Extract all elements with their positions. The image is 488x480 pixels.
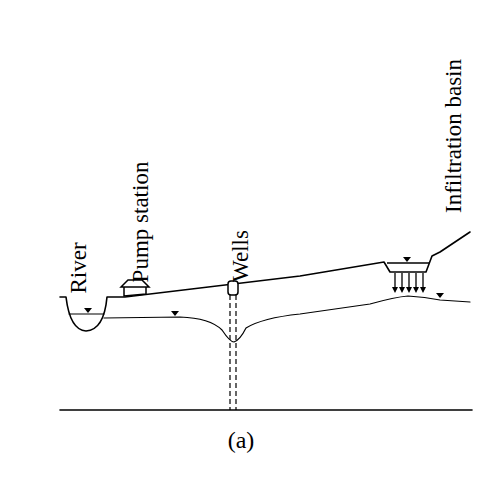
caption: (a) bbox=[228, 428, 255, 452]
water-table bbox=[104, 296, 470, 342]
wells-label: Wells bbox=[229, 230, 252, 282]
infiltration-arrows bbox=[387, 263, 429, 290]
pump-house bbox=[121, 280, 149, 296]
well bbox=[228, 281, 238, 410]
pump-station-label: Pump station bbox=[129, 162, 152, 283]
basin-label: Infiltration basin bbox=[442, 59, 465, 213]
arrow-heads bbox=[392, 287, 426, 293]
river-label: River bbox=[67, 242, 90, 293]
aquifer-base bbox=[60, 409, 472, 411]
ground-surface bbox=[60, 232, 470, 331]
river-water bbox=[69, 313, 104, 314]
